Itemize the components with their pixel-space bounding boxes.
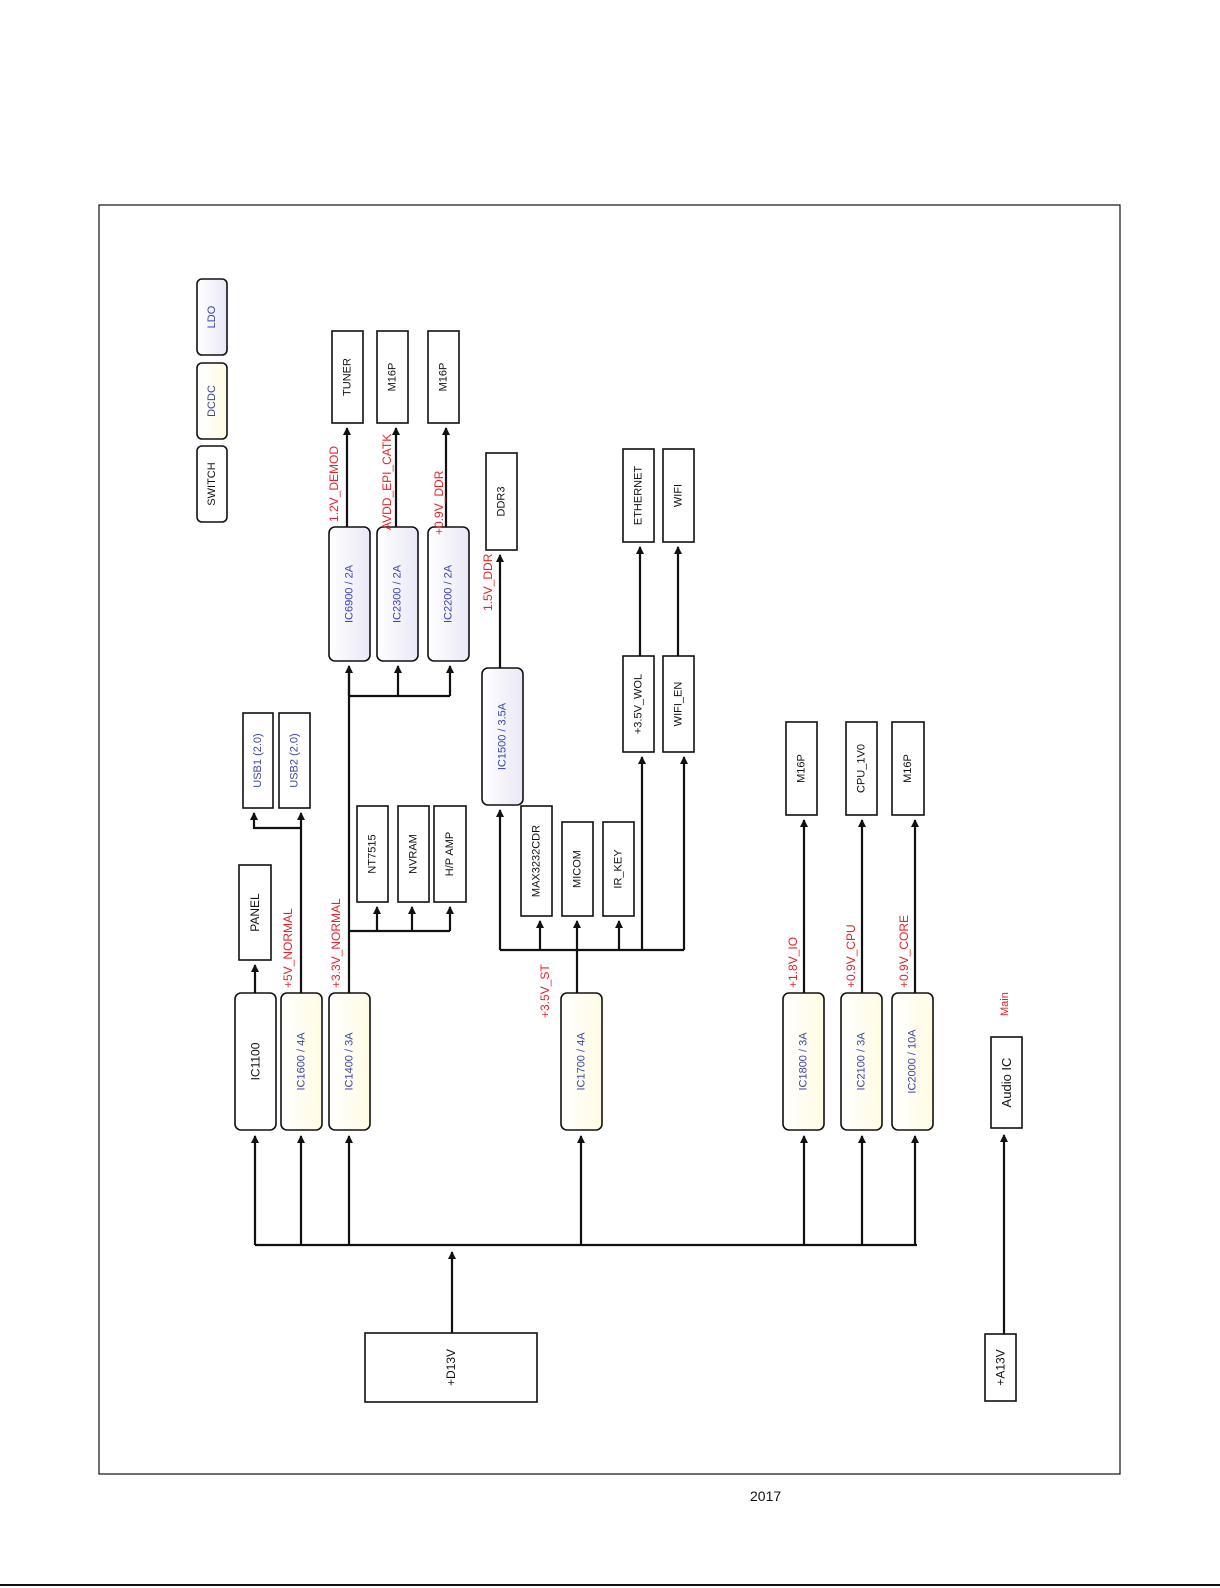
- nt7515-block-label: NT7515: [367, 834, 379, 873]
- ic1700-dcdc-label: IC1700 / 4A: [576, 1032, 588, 1091]
- panel-block: PANEL: [238, 864, 272, 961]
- nt7515-block: NT7515: [356, 805, 389, 903]
- ic6900-ldo-label: IC6900 / 2A: [344, 564, 356, 623]
- ic1800-dcdc: IC1800 / 3A: [782, 992, 825, 1131]
- ir-key-block-label: IR_KEY: [613, 849, 625, 889]
- wire-usb1-branch: [250, 812, 301, 830]
- wifi-en-block-label: WIFI_EN: [673, 682, 685, 727]
- ic2100-dcdc-label: IC2100 / 3A: [856, 1032, 868, 1091]
- rail-label-0v9-ddr: +0.9V_DDR: [432, 470, 446, 535]
- cpu-1v0-block: CPU_1V0: [845, 721, 878, 816]
- ic2200-ldo: IC2200 / 2A: [427, 526, 470, 662]
- ic1100-switch-label: IC1100: [249, 1042, 263, 1080]
- usb2-block-label: USB2 (2.0): [289, 733, 301, 787]
- rail-label-5v-normal: +5V_NORMAL: [281, 908, 295, 988]
- page-number: 2017: [750, 1488, 782, 1504]
- hp-amp-block: H/P AMP: [433, 805, 467, 903]
- nvram-block-label: NVRAM: [408, 834, 420, 874]
- rail-label-1v8-io: +1.8V_IO: [786, 937, 800, 988]
- m16p-block-b: M16P: [427, 330, 460, 424]
- ethernet-block: ETHERNET: [622, 448, 655, 543]
- m16p-block-d: M16P: [891, 721, 925, 816]
- m16p-block-a-label: M16P: [387, 363, 399, 392]
- legend-switch: SWITCH: [196, 445, 228, 523]
- legend-ldo-label: LDO: [206, 305, 218, 328]
- rail-label-1v2-demod: 1.2V_DEMOD: [327, 446, 341, 522]
- wol-block: +3.5V_WOL: [622, 655, 655, 753]
- ic2300-ldo: IC2300 / 2A: [376, 526, 419, 662]
- rail-label-3v5-st: +3.5V_ST: [538, 964, 552, 1018]
- d13v-source-block-label: +D13V: [444, 1349, 458, 1386]
- legend-switch-label: SWITCH: [206, 462, 218, 505]
- ic1500-ldo-label: IC1500 / 3.5A: [497, 702, 509, 770]
- legend-ldo: LDO: [196, 278, 228, 356]
- ethernet-block-label: ETHERNET: [633, 466, 645, 526]
- diagram-frame: [98, 204, 1121, 1475]
- ic1600-dcdc-label: IC1600 / 4A: [296, 1032, 308, 1091]
- legend-dcdc: DCDC: [196, 362, 228, 440]
- micom-block-label: MICOM: [572, 850, 584, 888]
- page-bottom-rule: [0, 1584, 1220, 1586]
- ddr3-block: DDR3: [485, 452, 518, 551]
- max3232-block-label: MAX3232CDR: [531, 825, 543, 897]
- m16p-block-c-label: M16P: [796, 754, 808, 783]
- m16p-block-b-label: M16P: [438, 363, 450, 392]
- legend-dcdc-label: DCDC: [206, 385, 218, 417]
- ic1800-dcdc-label: IC1800 / 3A: [798, 1032, 810, 1091]
- wol-block-label: +3.5V_WOL: [633, 674, 645, 734]
- usb1-block-label: USB1 (2.0): [252, 733, 264, 787]
- rail-label-main: Main: [999, 992, 1011, 1016]
- m16p-block-d-label: M16P: [902, 754, 914, 783]
- rail-label-1v5-ddr: 1.5V_DDR: [481, 553, 495, 611]
- nvram-block: NVRAM: [397, 805, 430, 903]
- wires: [250, 427, 1008, 1334]
- ddr3-block-label: DDR3: [496, 487, 508, 517]
- panel-block-label: PANEL: [248, 893, 262, 932]
- ic1400-dcdc: IC1400 / 3A: [328, 992, 371, 1131]
- tuner-block: TUNER: [331, 330, 364, 424]
- wifi-block: WIFI: [662, 448, 695, 543]
- rail-label-3v3-normal: +3.3V_NORMAL: [329, 898, 343, 988]
- ic2200-ldo-label: IC2200 / 2A: [443, 564, 455, 623]
- a13v-source-block: +A13V: [984, 1333, 1017, 1402]
- usb2-block: USB2 (2.0): [278, 712, 311, 809]
- rail-label-avdd-epi: AVDD_EPI_CATK: [380, 434, 394, 530]
- rail-label-0v9-core: +0.9V_CORE: [897, 915, 911, 988]
- ic1600-dcdc: IC1600 / 4A: [280, 992, 323, 1131]
- ic1500-ldo: IC1500 / 3.5A: [481, 667, 524, 806]
- wifi-block-label: WIFI: [673, 484, 685, 507]
- usb1-block: USB1 (2.0): [242, 712, 274, 809]
- audio-ic-block-label: Audio IC: [999, 1058, 1014, 1108]
- cpu-1v0-block-label: CPU_1V0: [856, 744, 868, 793]
- audio-ic-block: Audio IC: [990, 1036, 1023, 1129]
- ir-key-block: IR_KEY: [602, 821, 635, 917]
- a13v-source-block-label: +A13V: [994, 1349, 1008, 1385]
- ic2000-dcdc-label: IC2000 / 10A: [907, 1029, 919, 1094]
- ic1400-dcdc-label: IC1400 / 3A: [344, 1032, 356, 1091]
- hp-amp-block-label: H/P AMP: [444, 832, 456, 876]
- max3232-block: MAX3232CDR: [520, 805, 553, 917]
- tuner-block-label: TUNER: [342, 358, 354, 396]
- ic2100-dcdc: IC2100 / 3A: [840, 992, 883, 1131]
- ic2000-dcdc: IC2000 / 10A: [891, 992, 934, 1131]
- m16p-block-c: M16P: [785, 721, 818, 816]
- wifi-en-block: WIFI_EN: [662, 655, 695, 753]
- ic1100-switch: IC1100: [234, 992, 277, 1131]
- d13v-source-block: +D13V: [364, 1332, 538, 1403]
- micom-block: MICOM: [561, 821, 594, 917]
- ic2300-ldo-label: IC2300 / 2A: [392, 564, 404, 623]
- ic1700-dcdc: IC1700 / 4A: [560, 992, 603, 1131]
- rail-label-0v9-cpu: +0.9V_CPU: [844, 924, 858, 988]
- m16p-block-a: M16P: [376, 330, 409, 424]
- ic6900-ldo: IC6900 / 2A: [328, 526, 371, 662]
